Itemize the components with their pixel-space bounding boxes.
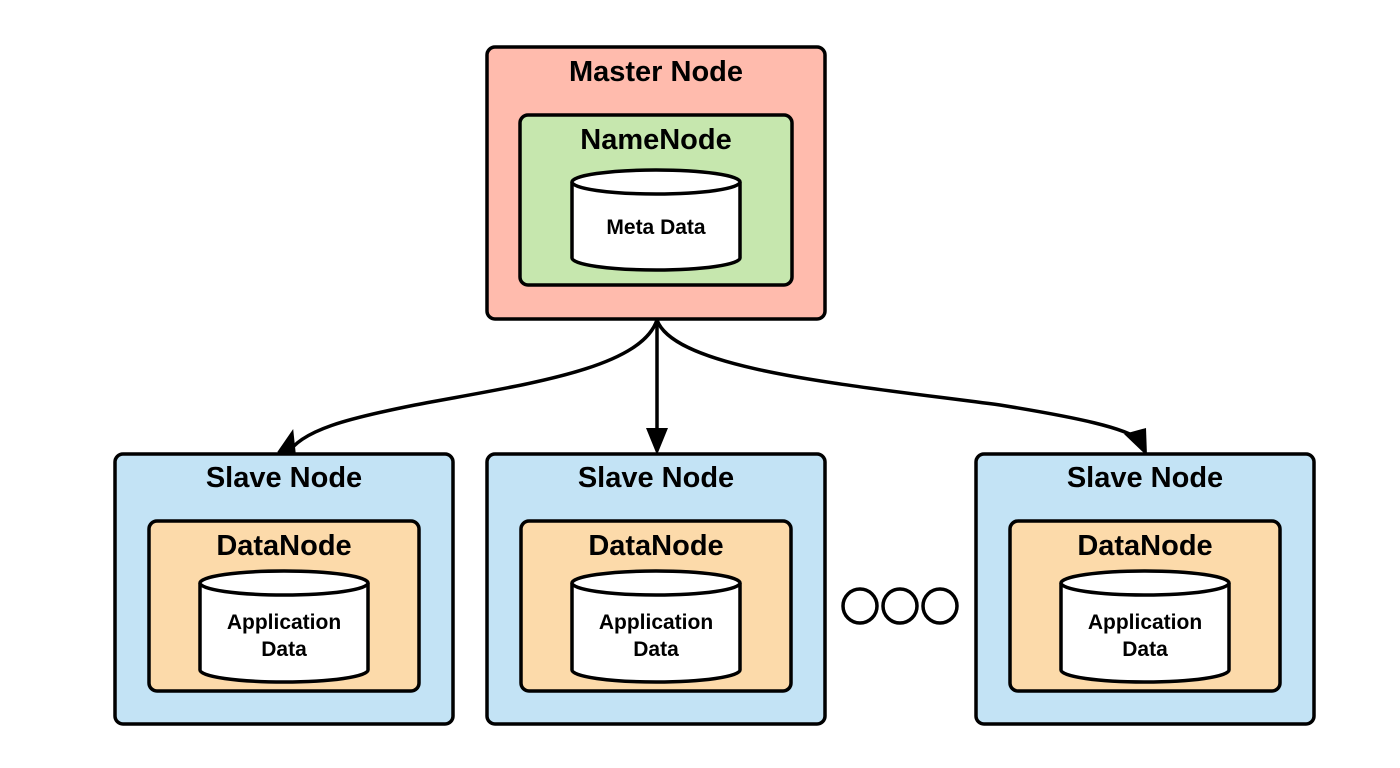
slave-node-title: Slave Node [578, 462, 734, 494]
ellipsis-circle [841, 587, 879, 625]
ellipsis-circle [921, 587, 959, 625]
arrowhead-slave-3 [1124, 428, 1147, 456]
application-data-label-line-2: Data [1122, 638, 1168, 661]
cylinder-top [1059, 569, 1231, 597]
slave-node-3: Slave Node DataNode Application Data [974, 452, 1316, 726]
datanode-title: DataNode [1077, 530, 1212, 562]
datanode: DataNode Application Data [147, 519, 421, 693]
application-data-label-line-1: Application [227, 611, 341, 634]
cylinder-body [570, 583, 742, 684]
metadata-cylinder-icon: Meta Data [570, 168, 742, 272]
master-node-title: Master Node [569, 56, 743, 88]
application-data-label-line-2: Data [261, 638, 307, 661]
application-data-label-line-1: Application [1088, 611, 1202, 634]
arrow-to-slave-3 [655, 319, 1142, 442]
slave-node-1: Slave Node DataNode Application Data [113, 452, 455, 726]
application-data-cylinder-icon: Application Data [1059, 569, 1231, 684]
slave-node-title: Slave Node [1067, 462, 1223, 494]
more-nodes-ellipsis-icon [841, 587, 959, 625]
arrow-to-slave-1 [285, 319, 659, 456]
cylinder-top [570, 569, 742, 597]
datanode-title: DataNode [588, 530, 723, 562]
application-data-cylinder-icon: Application Data [570, 569, 742, 684]
connector-arrows [277, 319, 1147, 459]
metadata-cylinder-top [570, 168, 742, 196]
cylinder-body [198, 583, 370, 684]
datanode-title: DataNode [216, 530, 351, 562]
namenode: NameNode Meta Data [518, 113, 794, 287]
metadata-label: Meta Data [606, 216, 706, 239]
arrowhead-slave-2 [646, 428, 668, 455]
namenode-title: NameNode [580, 124, 732, 156]
arrowhead-slave-1 [277, 428, 297, 459]
application-data-label-line-1: Application [599, 611, 713, 634]
datanode: DataNode Application Data [519, 519, 793, 693]
cylinder-top [198, 569, 370, 597]
datanode: DataNode Application Data [1008, 519, 1282, 693]
cylinder-body [1059, 583, 1231, 684]
slave-node-title: Slave Node [206, 462, 362, 494]
master-node: Master Node NameNode Meta Data [485, 45, 827, 321]
slave-node-2: Slave Node DataNode Application Data [485, 452, 827, 726]
ellipsis-circle [881, 587, 919, 625]
metadata-cylinder-body [570, 182, 742, 272]
application-data-label-line-2: Data [633, 638, 679, 661]
application-data-cylinder-icon: Application Data [198, 569, 370, 684]
